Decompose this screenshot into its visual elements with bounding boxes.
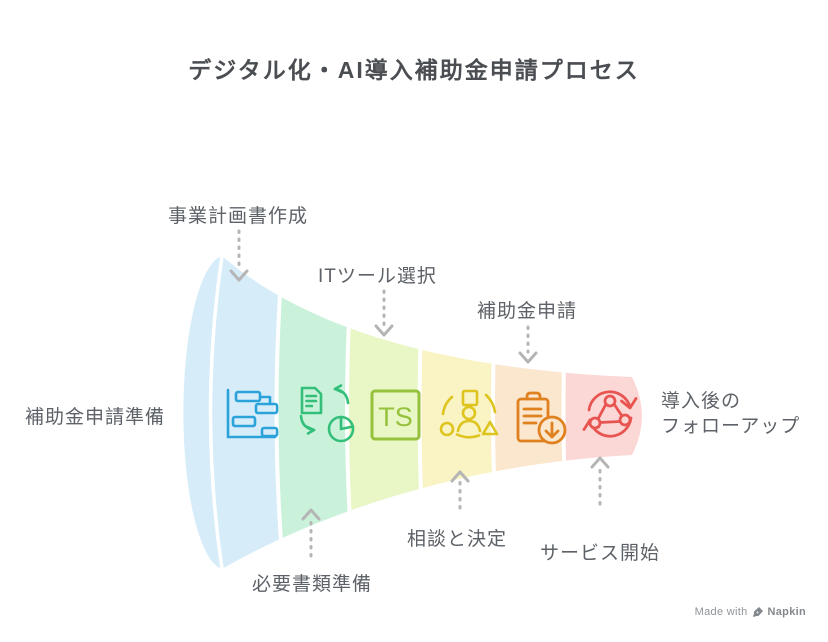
diagram-title: デジタル化・AI導入補助金申請プロセス (188, 57, 640, 83)
exit-label-followup: 導入後の フォローアップ (661, 389, 800, 439)
funnel-segment-2 (276, 256, 354, 569)
entry-label-preparation: 補助金申請準備 (25, 407, 166, 428)
stage-label-service-start: サービス開始 (540, 543, 661, 564)
exit-label-line1: 導入後の (661, 391, 742, 412)
stage-label-subsidy-application: 補助金申請 (477, 301, 578, 322)
clipboard-download-icon (516, 391, 567, 445)
arrow-up-stage2 (301, 508, 321, 558)
person-options-icon (439, 389, 499, 439)
funnel-segment-1 (183, 256, 284, 569)
ts-badge-text: TS (378, 402, 413, 432)
bell-rim-highlight (208, 256, 224, 569)
network-node (588, 416, 602, 430)
ts-tool-badge-icon: TS (370, 389, 421, 441)
napkin-pen-nib-icon (752, 607, 763, 617)
stage-label-required-documents: 必要書類準備 (252, 574, 373, 595)
connector-arrows (229, 229, 610, 558)
arrow-up-stage4 (450, 470, 470, 510)
arrow-up-stage6 (590, 456, 610, 506)
stage-label-it-tool-selection: ITツール選択 (318, 266, 437, 287)
arrow-down-stage1 (229, 229, 249, 282)
watermark-brand: Napkin (767, 606, 806, 618)
stage-label-consultation-decision: 相談と決定 (407, 529, 508, 550)
watermark: Made with Napkin (695, 606, 806, 618)
stage-label-business-plan: 事業計画書作成 (168, 206, 309, 227)
gantt-chart-icon (226, 388, 279, 439)
document-to-pie-chart-icon (299, 384, 355, 443)
cycle-share-icon (582, 390, 638, 438)
network-node (618, 413, 632, 427)
watermark-prefix: Made with (694, 606, 748, 618)
exit-label-line2: フォローアップ (661, 416, 801, 437)
arrow-down-stage5 (518, 325, 538, 364)
arrow-down-stage3 (374, 289, 394, 337)
network-node (603, 394, 617, 408)
